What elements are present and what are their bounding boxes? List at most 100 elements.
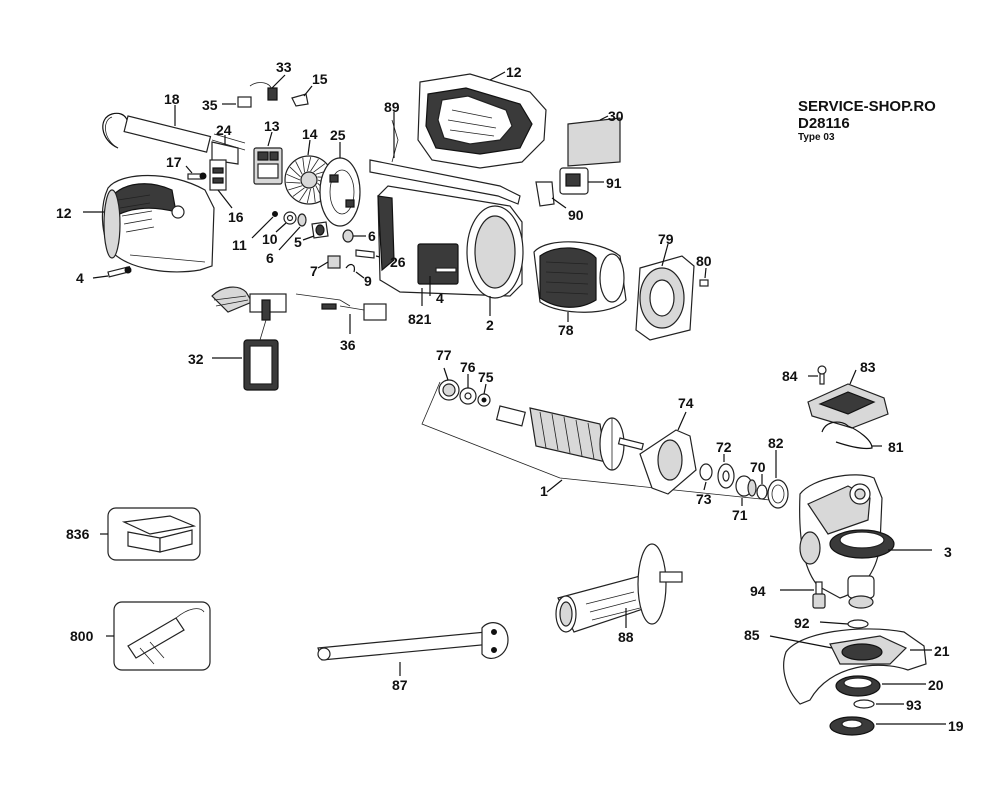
label-79: 79 xyxy=(658,231,674,247)
part-rear-bearings xyxy=(438,367,491,407)
label-14: 14 xyxy=(302,126,318,142)
label-75: 75 xyxy=(478,369,494,385)
label-10: 10 xyxy=(262,231,278,247)
label-4-center: 4 xyxy=(436,290,444,306)
label-1: 1 xyxy=(540,483,548,499)
label-3: 3 xyxy=(944,544,952,560)
label-26: 26 xyxy=(390,254,406,270)
part-motor-housing-left xyxy=(83,175,215,273)
label-19: 19 xyxy=(948,718,964,734)
part-side-handle xyxy=(555,543,683,633)
label-33: 33 xyxy=(276,59,292,75)
label-72: 72 xyxy=(716,439,732,455)
label-4-left: 4 xyxy=(76,270,84,286)
label-836: 836 xyxy=(66,526,90,542)
label-7: 7 xyxy=(310,263,318,279)
part-screw-17 xyxy=(185,165,207,180)
part-wheel-guard xyxy=(769,628,932,705)
part-motor-housing-top xyxy=(417,71,547,169)
fan-blade xyxy=(299,188,308,202)
part-brush-screws-left xyxy=(251,211,329,251)
part-screw-4-left xyxy=(92,265,132,279)
part-field-stator xyxy=(533,241,627,322)
part-grease-800 xyxy=(106,601,211,671)
label-81: 81 xyxy=(888,439,904,455)
part-front-bearings xyxy=(699,450,789,509)
label-36: 36 xyxy=(340,337,356,353)
label-78: 78 xyxy=(558,322,574,338)
label-32: 32 xyxy=(188,351,204,367)
label-821: 821 xyxy=(408,311,432,327)
shop-name: SERVICE-SHOP.RO xyxy=(798,98,936,115)
label-84: 84 xyxy=(782,368,798,384)
fan-blade xyxy=(307,156,312,172)
part-lock-button xyxy=(807,365,889,450)
part-gear-case xyxy=(799,474,932,609)
fan-blade xyxy=(286,181,301,184)
fan-blade xyxy=(306,188,311,204)
part-brush-36 xyxy=(295,293,387,334)
part-armature xyxy=(495,405,645,471)
label-77: 77 xyxy=(436,347,452,363)
label-20: 20 xyxy=(928,677,944,693)
fan-blade xyxy=(302,157,305,173)
label-6-right: 6 xyxy=(368,228,376,244)
fan-blade xyxy=(295,161,303,175)
model-type: Type 03 xyxy=(798,132,835,143)
label-12-top: 12 xyxy=(506,64,522,80)
label-73: 73 xyxy=(696,491,712,507)
label-12-left: 12 xyxy=(56,205,72,221)
label-94: 94 xyxy=(750,583,766,599)
part-switch-rod xyxy=(369,112,604,209)
label-71: 71 xyxy=(732,507,748,523)
label-30: 30 xyxy=(608,108,624,124)
header-block: SERVICE-SHOP.RO D28116 Type 03 xyxy=(798,98,936,143)
label-76: 76 xyxy=(460,359,476,375)
label-85: 85 xyxy=(744,627,760,643)
label-6-left: 6 xyxy=(266,250,274,266)
label-91: 91 xyxy=(606,175,622,191)
label-74: 74 xyxy=(678,395,694,411)
fan-blade xyxy=(313,163,326,173)
part-armature-fan xyxy=(639,411,697,495)
label-87: 87 xyxy=(392,677,408,693)
part-cord-protector xyxy=(211,135,239,165)
fan-blade xyxy=(310,158,319,172)
label-2: 2 xyxy=(486,317,494,333)
label-90: 90 xyxy=(568,207,584,223)
label-89: 89 xyxy=(384,99,400,115)
model-number: D28116 xyxy=(798,115,850,132)
leader-1 xyxy=(546,479,563,493)
fan-blade xyxy=(313,187,316,203)
callout-labels: 1 2 3 4 4 5 6 6 7 9 10 11 12 12 13 14 15… xyxy=(56,59,964,734)
label-24: 24 xyxy=(216,122,232,138)
label-25: 25 xyxy=(330,127,346,143)
part-cord-clamp-16 xyxy=(209,159,233,209)
label-93: 93 xyxy=(906,697,922,713)
fan-blade xyxy=(288,185,303,191)
label-88: 88 xyxy=(618,629,634,645)
label-80: 80 xyxy=(696,253,712,269)
part-bearing-plate xyxy=(635,243,709,341)
label-35: 35 xyxy=(202,97,218,113)
label-5: 5 xyxy=(294,234,302,250)
fan-blade xyxy=(292,187,305,197)
part-switch xyxy=(253,131,283,185)
label-70: 70 xyxy=(750,459,766,475)
label-92: 92 xyxy=(794,615,810,631)
label-21: 21 xyxy=(934,643,950,659)
part-baffle xyxy=(319,142,361,227)
fan-blade xyxy=(286,173,301,181)
part-kit-836 xyxy=(100,507,201,561)
label-18: 18 xyxy=(164,91,180,107)
label-11: 11 xyxy=(232,237,247,253)
label-17: 17 xyxy=(166,154,182,170)
label-13: 13 xyxy=(264,118,280,134)
part-label-plate xyxy=(567,115,621,167)
label-9: 9 xyxy=(364,273,372,289)
label-800: 800 xyxy=(70,628,94,644)
part-flanges xyxy=(829,675,946,736)
part-motor-housing-main xyxy=(377,185,524,316)
part-spindle-lock xyxy=(780,581,869,629)
